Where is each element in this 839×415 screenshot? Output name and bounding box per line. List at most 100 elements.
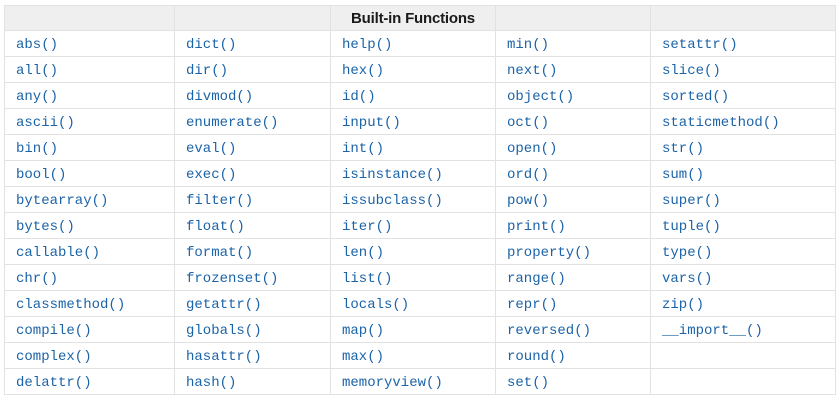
- function-cell: callable(): [4, 238, 175, 265]
- function-cell: divmod(): [174, 82, 331, 109]
- function-link[interactable]: oct(): [507, 114, 550, 131]
- function-cell: oct(): [495, 108, 651, 135]
- function-link[interactable]: __import__(): [662, 322, 763, 339]
- function-link[interactable]: filter(): [186, 192, 254, 209]
- function-link[interactable]: locals(): [342, 296, 410, 313]
- function-link[interactable]: repr(): [507, 296, 558, 313]
- header-cell-empty: [650, 5, 836, 31]
- function-cell: len(): [330, 238, 496, 265]
- function-link[interactable]: delattr(): [16, 374, 92, 391]
- function-cell: hex(): [330, 56, 496, 83]
- function-link[interactable]: slice(): [662, 62, 721, 79]
- function-link[interactable]: tuple(): [662, 218, 721, 235]
- function-link[interactable]: bytes(): [16, 218, 75, 235]
- function-link[interactable]: bytearray(): [16, 192, 109, 209]
- function-link[interactable]: any(): [16, 88, 59, 105]
- function-cell: help(): [330, 30, 496, 57]
- function-link[interactable]: format(): [186, 244, 254, 261]
- function-link[interactable]: next(): [507, 62, 558, 79]
- function-link[interactable]: enumerate(): [186, 114, 279, 131]
- function-link[interactable]: zip(): [662, 296, 705, 313]
- function-link[interactable]: object(): [507, 88, 575, 105]
- function-link[interactable]: range(): [507, 270, 566, 287]
- function-link[interactable]: ascii(): [16, 114, 75, 131]
- function-link[interactable]: hex(): [342, 62, 385, 79]
- function-link[interactable]: bin(): [16, 140, 59, 157]
- function-link[interactable]: complex(): [16, 348, 92, 365]
- function-link[interactable]: max(): [342, 348, 385, 365]
- function-cell: iter(): [330, 212, 496, 239]
- function-link[interactable]: sorted(): [662, 88, 730, 105]
- table-row: compile() globals() map() reversed() __impor…: [4, 316, 836, 343]
- function-cell: set(): [495, 368, 651, 395]
- function-link[interactable]: int(): [342, 140, 385, 157]
- function-link[interactable]: isinstance(): [342, 166, 443, 183]
- function-cell: classmethod(): [4, 290, 175, 317]
- function-cell: reversed(): [495, 316, 651, 343]
- function-link[interactable]: divmod(): [186, 88, 254, 105]
- function-link[interactable]: dict(): [186, 36, 237, 53]
- function-link[interactable]: reversed(): [507, 322, 592, 339]
- function-link[interactable]: frozenset(): [186, 270, 279, 287]
- function-link[interactable]: float(): [186, 218, 245, 235]
- function-link[interactable]: id(): [342, 88, 376, 105]
- function-link[interactable]: exec(): [186, 166, 237, 183]
- table-row: bytes() float() iter() print() tuple(): [4, 212, 836, 239]
- function-cell: dict(): [174, 30, 331, 57]
- function-link[interactable]: chr(): [16, 270, 59, 287]
- function-link[interactable]: round(): [507, 348, 566, 365]
- table-row: ascii() enumerate() input() oct() staticmeth…: [4, 108, 836, 135]
- function-cell: hasattr(): [174, 342, 331, 369]
- table-caption: Built-in Functions: [330, 5, 496, 31]
- function-cell: bytearray(): [4, 186, 175, 213]
- function-link[interactable]: staticmethod(): [662, 114, 780, 131]
- header-cell-empty: [174, 5, 331, 31]
- function-link[interactable]: str(): [662, 140, 705, 157]
- function-cell: filter(): [174, 186, 331, 213]
- function-cell: sum(): [650, 160, 836, 187]
- function-link[interactable]: hash(): [186, 374, 237, 391]
- function-link[interactable]: setattr(): [662, 36, 738, 53]
- function-link[interactable]: list(): [342, 270, 393, 287]
- function-link[interactable]: property(): [507, 244, 592, 261]
- function-link[interactable]: eval(): [186, 140, 237, 157]
- function-link[interactable]: open(): [507, 140, 558, 157]
- function-link[interactable]: type(): [662, 244, 713, 261]
- function-link[interactable]: help(): [342, 36, 393, 53]
- function-link[interactable]: min(): [507, 36, 550, 53]
- function-link[interactable]: getattr(): [186, 296, 262, 313]
- function-link[interactable]: pow(): [507, 192, 550, 209]
- function-cell: ord(): [495, 160, 651, 187]
- function-link[interactable]: map(): [342, 322, 385, 339]
- function-link[interactable]: all(): [16, 62, 59, 79]
- function-link[interactable]: bool(): [16, 166, 67, 183]
- function-link[interactable]: set(): [507, 374, 550, 391]
- function-link[interactable]: issubclass(): [342, 192, 443, 209]
- table-row: bytearray() filter() issubclass() pow() supe…: [4, 186, 836, 213]
- function-link[interactable]: vars(): [662, 270, 713, 287]
- function-link[interactable]: len(): [342, 244, 385, 261]
- function-link[interactable]: globals(): [186, 322, 262, 339]
- function-link[interactable]: print(): [507, 218, 566, 235]
- function-cell: pow(): [495, 186, 651, 213]
- function-cell: max(): [330, 342, 496, 369]
- function-link[interactable]: ord(): [507, 166, 550, 183]
- function-link[interactable]: dir(): [186, 62, 229, 79]
- function-link[interactable]: memoryview(): [342, 374, 443, 391]
- header-cell-empty: [4, 5, 175, 31]
- function-link[interactable]: callable(): [16, 244, 101, 261]
- function-link[interactable]: abs(): [16, 36, 59, 53]
- function-cell: open(): [495, 134, 651, 161]
- function-cell: memoryview(): [330, 368, 496, 395]
- function-cell: compile(): [4, 316, 175, 343]
- function-link[interactable]: super(): [662, 192, 721, 209]
- function-link[interactable]: input(): [342, 114, 401, 131]
- function-cell: range(): [495, 264, 651, 291]
- function-cell: float(): [174, 212, 331, 239]
- table-row: delattr() hash() memoryview() set(): [4, 368, 836, 395]
- function-link[interactable]: sum(): [662, 166, 705, 183]
- function-link[interactable]: hasattr(): [186, 348, 262, 365]
- function-link[interactable]: iter(): [342, 218, 393, 235]
- function-link[interactable]: compile(): [16, 322, 92, 339]
- function-link[interactable]: classmethod(): [16, 296, 126, 313]
